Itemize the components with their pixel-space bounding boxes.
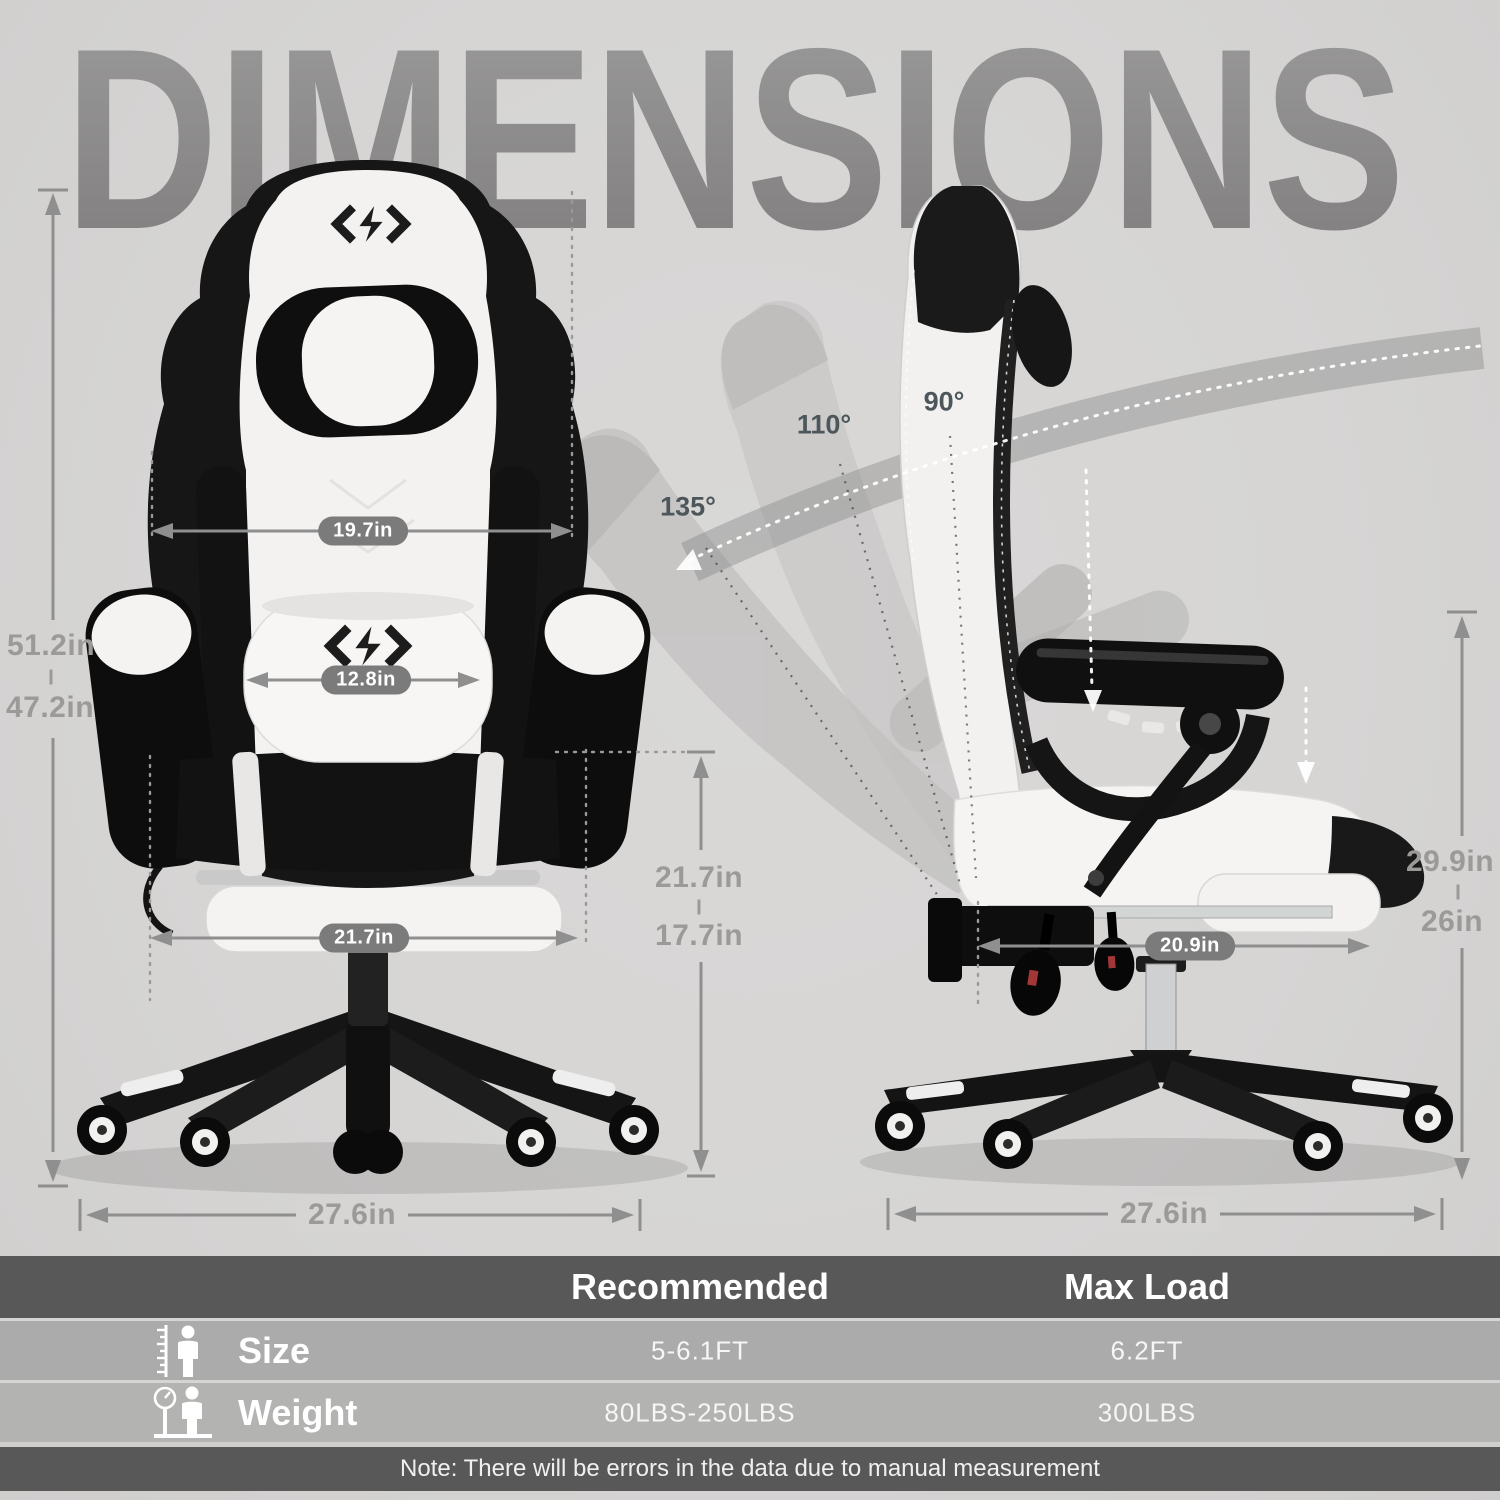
overall-height-max-label: 51.2in [6, 629, 96, 662]
col-header-max-load: Max Load [1063, 1266, 1231, 1307]
recline-angle-110-label: 110° [796, 409, 852, 440]
range-tick [697, 899, 701, 915]
row-label-size: Size [238, 1329, 311, 1371]
table-row-size: Size 5-6.1FT 6.2FT [0, 1318, 1500, 1380]
seat-depth-pill: 20.9in [1145, 931, 1235, 961]
col-header-recommended: Recommended [570, 1266, 830, 1307]
range-tick [1456, 884, 1460, 900]
spec-table-header: Recommended Max Load [0, 1256, 1500, 1318]
backrest-height-max-label: 29.9in [1405, 845, 1495, 878]
chair-side-illustration [556, 185, 1485, 1186]
range-tick [49, 669, 53, 685]
weight-max-load-value: 300LBS [1097, 1397, 1197, 1427]
overall-height-min-label: 47.2in [5, 691, 95, 724]
recline-angle-135-label: 135° [660, 491, 716, 522]
size-max-load-value: 6.2FT [1110, 1335, 1184, 1365]
height-ruler-person-icon [157, 1324, 198, 1377]
base-width-side-label: 27.6in [1107, 1197, 1221, 1231]
spec-table: Recommended Max Load Size 5-6.1FT 6.2FT [0, 1256, 1500, 1491]
weight-scale-person-icon [153, 1386, 212, 1438]
floor-to-seat-min-label: 17.7in [654, 919, 744, 952]
recline-angle-90-label: 90° [923, 386, 965, 417]
weight-recommended-value: 80LBS-250LBS [604, 1397, 796, 1427]
back-width-pill: 19.7in [318, 516, 408, 546]
floor-to-seat-max-label: 21.7in [654, 861, 744, 894]
dimension-lines [38, 188, 1477, 1231]
lumbar-width-pill: 12.8in [321, 665, 411, 695]
measurement-note: Note: There will be errors in the data d… [400, 1455, 1100, 1482]
table-row-weight: Weight 80LBS-250LBS 300LBS [0, 1380, 1500, 1442]
table-note-bar: Note: There will be errors in the data d… [0, 1442, 1500, 1491]
backrest-height-min-label: 26in [1420, 905, 1484, 938]
base-width-front-label: 27.6in [295, 1198, 409, 1232]
seat-width-pill: 21.7in [319, 923, 409, 953]
size-recommended-value: 5-6.1FT [650, 1335, 750, 1365]
row-label-weight: Weight [238, 1391, 358, 1433]
